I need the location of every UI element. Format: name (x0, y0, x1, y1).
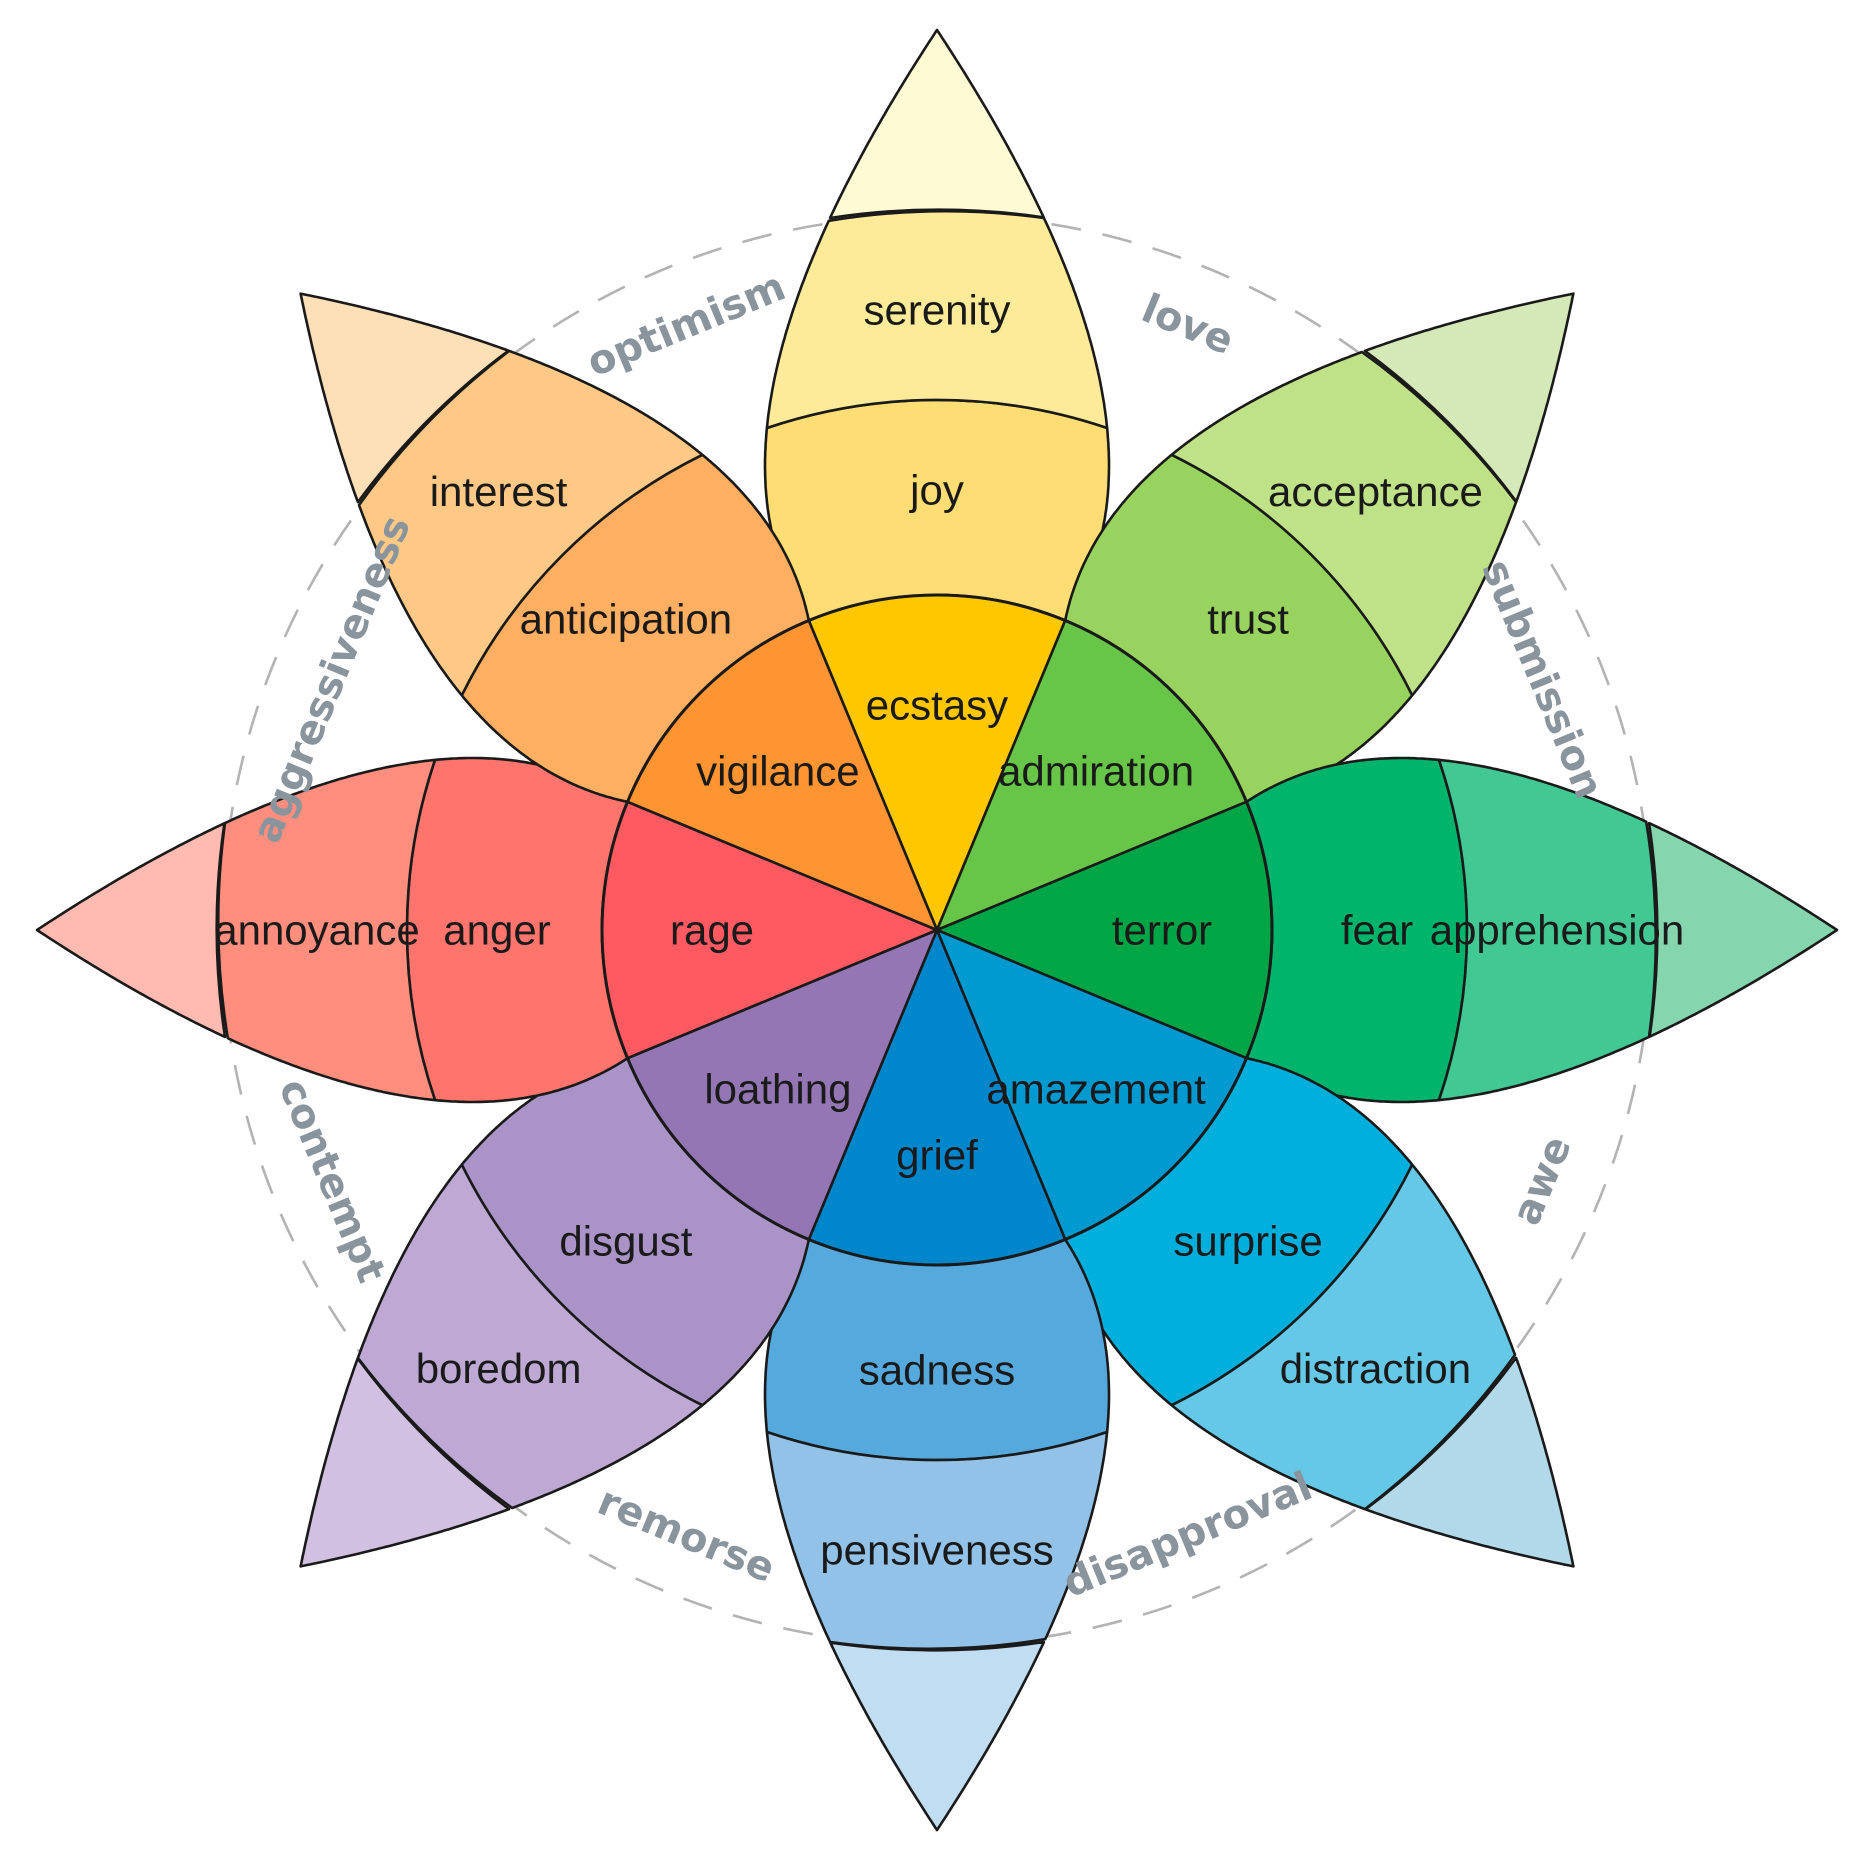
emotion-label-terror: terror (1112, 907, 1212, 954)
emotion-label-anger: anger (443, 907, 550, 954)
dyad-label-awe: awe (1503, 1130, 1580, 1232)
petal-band-fear-2 (1437, 758, 1657, 1102)
emotion-label-serenity: serenity (863, 287, 1010, 334)
emotion-label-pensiveness: pensiveness (820, 1527, 1053, 1574)
core-ring (600, 593, 1274, 1267)
petal-band-fear-3 (1647, 821, 1839, 1038)
emotion-label-vigilance: vigilance (696, 747, 859, 794)
petal-band-sadness-2 (765, 1430, 1109, 1650)
petal-joy (763, 28, 1111, 622)
petal-band-surprise-3 (1364, 1356, 1575, 1568)
emotion-label-distraction: distraction (1280, 1345, 1471, 1392)
petal-band-surprise-2 (1170, 1163, 1517, 1511)
emotion-label-annoyance: annoyance (214, 907, 420, 954)
petal-band-sadness-3 (829, 1640, 1046, 1832)
petal-band-disgust-3 (299, 1357, 511, 1568)
dyad-label-remorse: remorse (591, 1478, 781, 1592)
emotion-label-loathing: loathing (704, 1066, 851, 1113)
emotion-label-admiration: admiration (998, 747, 1194, 794)
petal-band-trust-3 (1363, 292, 1575, 503)
petal-band-joy-2 (765, 210, 1109, 430)
emotion-label-surprise: surprise (1173, 1218, 1322, 1265)
emotion-label-acceptance: acceptance (1268, 468, 1483, 515)
emotion-label-amazement: amazement (986, 1066, 1206, 1113)
emotion-label-boredom: boredom (416, 1345, 582, 1392)
emotion-label-disgust: disgust (559, 1218, 692, 1265)
emotion-labels: ecstasy joy serenity admiration trust accepta… (214, 287, 1684, 1574)
petal-band-trust-2 (1170, 350, 1518, 697)
dyad-label-optimism: optimism (581, 264, 792, 387)
petal-anticipation (299, 292, 939, 804)
dyad-label-contempt: contempt (269, 1072, 394, 1289)
petal-fear (935, 593, 1839, 1104)
emotion-label-rage: rage (670, 907, 754, 954)
petal-band-anger-3 (35, 822, 227, 1039)
petal-band-anticipation-3 (299, 292, 510, 504)
outer-petals (35, 28, 1839, 1832)
petal-band-anticipation-2 (357, 349, 704, 697)
petal-anger (35, 756, 629, 1104)
emotion-label-apprehension: apprehension (1430, 907, 1685, 954)
dyad-label-love: love (1135, 286, 1240, 365)
emotion-label-sadness: sadness (859, 1347, 1015, 1394)
petal-band-anger-2 (217, 758, 437, 1102)
emotion-label-ecstasy: ecstasy (866, 682, 1008, 729)
emotion-label-joy: joy (908, 467, 964, 514)
inner-core (600, 593, 1274, 1267)
emotion-label-fear: fear (1341, 907, 1413, 954)
emotion-label-grief: grief (896, 1132, 978, 1179)
petal-disgust (299, 1056, 811, 1568)
emotion-label-interest: interest (430, 468, 568, 515)
emotion-label-anticipation: anticipation (520, 595, 732, 642)
petal-surprise (1063, 1056, 1575, 1568)
petal-trust (1063, 292, 1575, 804)
petal-band-disgust-2 (356, 1163, 704, 1510)
emotion-label-trust: trust (1207, 595, 1289, 642)
petal-band-joy-3 (828, 28, 1045, 220)
